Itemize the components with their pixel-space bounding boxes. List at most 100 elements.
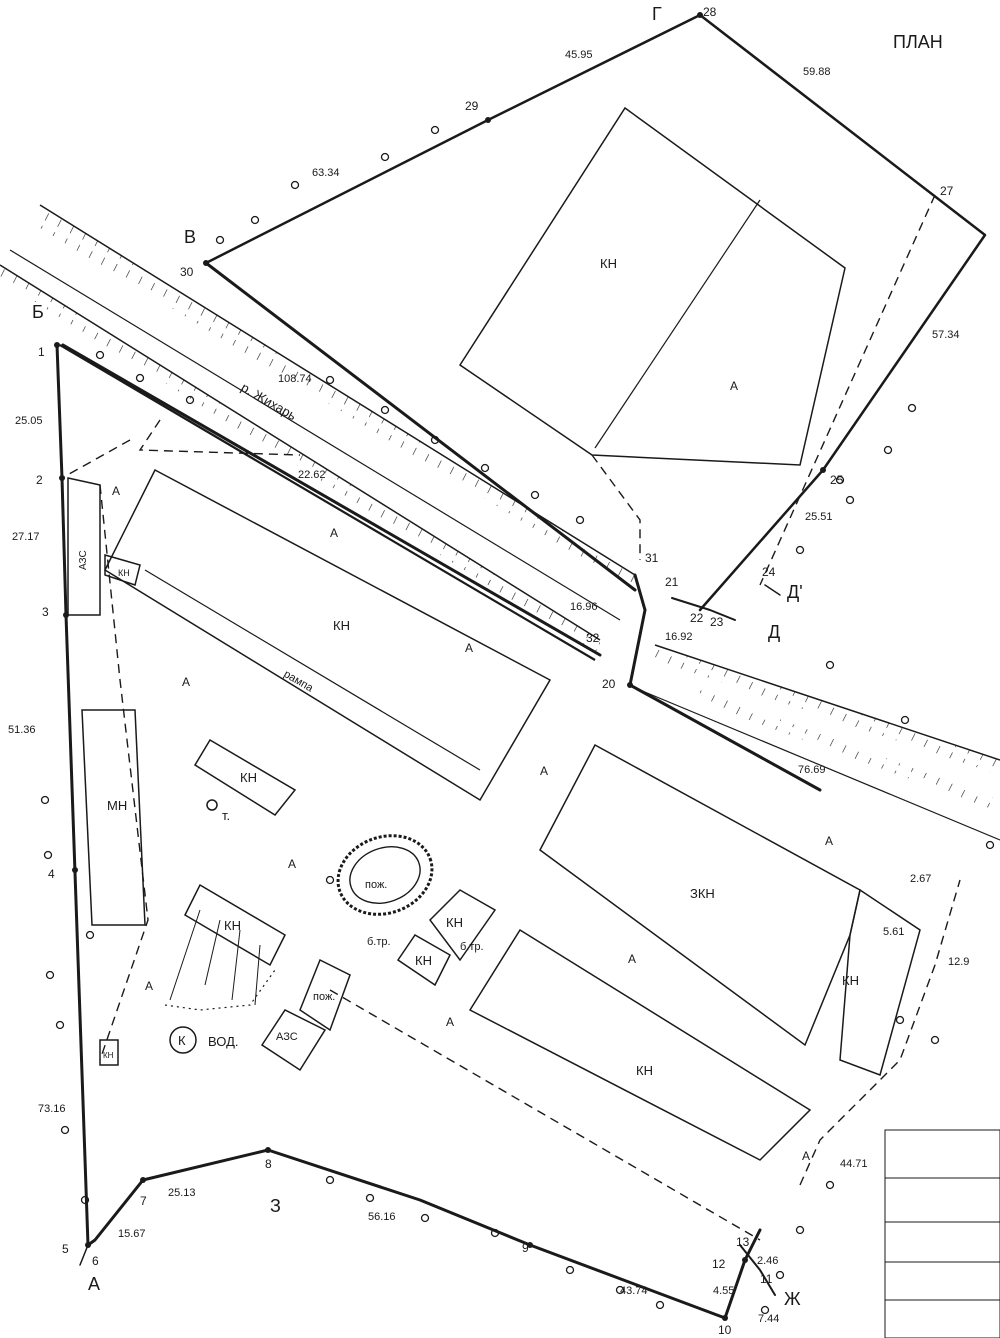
distance-10-11: 7.44: [758, 1313, 779, 1325]
distance-4-5: 73.16: [38, 1103, 66, 1115]
label-kn-shed: КН: [224, 918, 241, 933]
point-24: 24: [762, 565, 776, 579]
boundary-vertices: [54, 12, 826, 1321]
river-label: р. Жихарь: [239, 380, 300, 424]
distance-20-east: 76.69: [798, 764, 826, 776]
point-12: 12: [712, 1257, 726, 1271]
label-azs-south: АЗС: [276, 1031, 298, 1043]
point-32: 32: [586, 631, 600, 645]
point-10: 10: [718, 1323, 732, 1337]
label-vod: ВОД.: [208, 1034, 238, 1049]
point-22: 22: [690, 611, 704, 625]
label-well-k: К: [178, 1033, 186, 1048]
area-a-11: А: [446, 1015, 454, 1029]
point-29: 29: [465, 99, 479, 113]
area-a-12: А: [802, 1149, 810, 1163]
point-30: 30: [180, 265, 194, 279]
area-a-2: А: [112, 484, 120, 498]
fire-pond: [336, 834, 434, 916]
dashed-lines: [61, 194, 961, 1241]
label-pozh-pond: пож.: [365, 879, 387, 891]
point-7: 7: [140, 1194, 147, 1208]
area-a-7: А: [825, 834, 833, 848]
well-circle: [169, 1026, 197, 1054]
distance-labels: 25.05 27.17 51.36 73.16 15.67 25.13 56.1…: [8, 49, 969, 1325]
label-kn-east: КН: [842, 973, 859, 988]
area-labels: А А А А А А А А А А А А: [112, 379, 833, 1163]
distance-20-21: 16.92: [665, 631, 693, 643]
distance-2-3: 27.17: [12, 531, 40, 543]
point-21: 21: [665, 575, 679, 589]
distance-29-28: 45.95: [565, 49, 593, 61]
label-kn-ramp: КН: [333, 618, 350, 633]
plan-title: ПЛАН: [893, 32, 943, 52]
distance-east-south: 44.71: [840, 1158, 868, 1170]
distance-6-7: 15.67: [118, 1228, 146, 1240]
point-11: 11: [760, 1272, 773, 1286]
building-azs-south: [260, 1009, 327, 1072]
distance-25-24: 25.51: [805, 511, 833, 523]
transformer-circle: [206, 799, 218, 811]
label-btr-2: б.тр.: [460, 941, 484, 953]
point-1: 1: [38, 345, 45, 359]
corner-a: А: [88, 1274, 100, 1294]
distance-12-13: 2.46: [757, 1255, 778, 1267]
tree-markers: [40, 125, 995, 1315]
label-kn-north: КН: [600, 256, 617, 271]
corner-d: Д: [768, 622, 780, 642]
distance-30-31: 108.74: [278, 373, 312, 385]
label-kn-small: КН: [118, 568, 130, 578]
fire-pond-inner: [349, 846, 421, 904]
point-2: 2: [36, 473, 43, 487]
label-kn-btr1: КН: [446, 915, 463, 930]
property-boundary: [55, 13, 987, 1320]
corner-z: З: [270, 1196, 281, 1216]
building-kn-tiny: [99, 1039, 119, 1066]
label-kn-south: КН: [636, 1063, 653, 1078]
label-kn-center: КН: [240, 770, 257, 785]
point-13: 13: [736, 1235, 750, 1249]
distance-east-2: 5.61: [883, 926, 904, 938]
building-kn-east: [839, 888, 921, 1076]
corner-letters: А Б В Г Д Д' Ж З: [32, 4, 803, 1309]
point-31: 31: [645, 551, 659, 565]
building-mn: [81, 709, 146, 926]
label-mn: МН: [107, 798, 127, 813]
point-25: 25: [830, 473, 844, 487]
point-9: 9: [522, 1241, 529, 1255]
building-kn-north: [458, 106, 846, 466]
label-kn-tiny: КН: [103, 1051, 114, 1060]
area-a-6: А: [540, 764, 548, 778]
building-kn-btr1: [429, 889, 497, 962]
distance-11-12: 4.55: [713, 1285, 734, 1297]
point-5: 5: [62, 1242, 69, 1256]
label-kn-btr2: КН: [415, 953, 432, 968]
building-kn-small: [104, 554, 141, 586]
distance-east-3: 12.9: [948, 956, 969, 968]
label-transformer: т.: [222, 808, 230, 823]
distance-1-32: 22.62: [298, 469, 326, 481]
buildings: [67, 106, 921, 1161]
distance-1-2: 25.05: [15, 415, 43, 427]
distance-7-8: 25.13: [168, 1187, 196, 1199]
area-a-1: А: [730, 379, 738, 393]
building-pozh: [299, 958, 351, 1032]
point-20: 20: [602, 677, 616, 691]
area-a-8: А: [288, 857, 296, 871]
point-27: 27: [940, 184, 954, 198]
point-3: 3: [42, 605, 49, 619]
area-a-5: А: [182, 675, 190, 689]
building-kn-south: [468, 928, 812, 1161]
corner-zh: Ж: [784, 1289, 801, 1309]
distance-9-10: 43.74: [620, 1285, 648, 1297]
building-kn-ramp: [104, 468, 552, 802]
label-btr-1: б.тр.: [367, 936, 391, 948]
building-azs-west: [67, 477, 101, 616]
point-8: 8: [265, 1157, 272, 1171]
corner-v: В: [184, 227, 196, 247]
point-28: 28: [703, 5, 717, 19]
point-numbers: 1 2 3 4 5 6 7 8 9 10 11 12 13 20 21 22 2…: [36, 5, 954, 1337]
building-kn-center: [193, 738, 297, 816]
distance-30-29: 63.34: [312, 167, 340, 179]
